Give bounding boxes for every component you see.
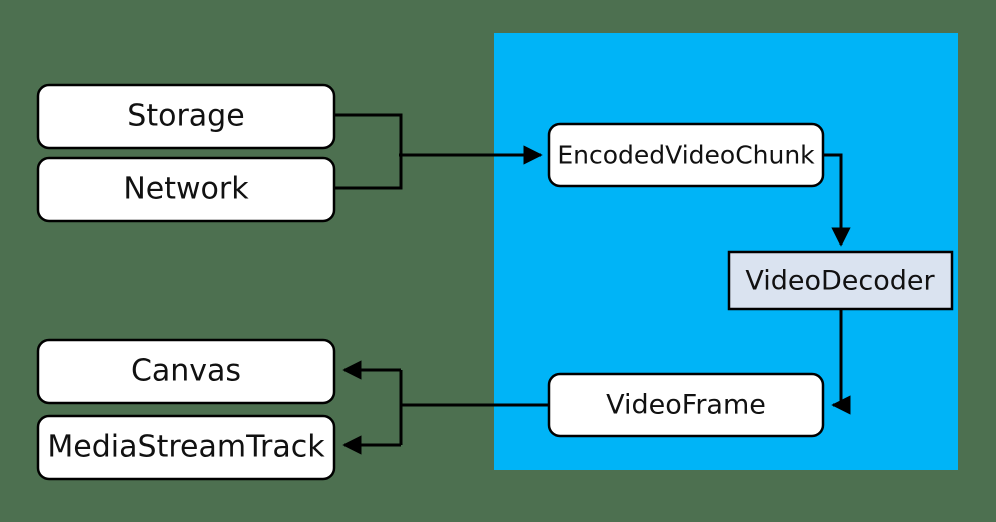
node-mediastreamtrack[interactable]: MediaStreamTrack <box>36 414 336 481</box>
edge-decoder-to-frame <box>831 309 851 415</box>
edges-layer <box>334 113 851 455</box>
node-encodedvideochunk[interactable]: EncodedVideoChunk <box>547 122 825 188</box>
edge-sources-bracket <box>334 113 403 190</box>
node-storage-shape <box>36 83 336 150</box>
node-storage[interactable]: Storage <box>36 83 336 150</box>
node-canvas-shape <box>36 338 336 405</box>
node-videodecoder-shape <box>727 250 954 311</box>
node-videodecoder[interactable]: VideoDecoder <box>727 250 954 311</box>
edge-chunk-to-decoder <box>823 153 851 247</box>
node-videoframe-shape <box>547 372 825 438</box>
node-videoframe[interactable]: VideoFrame <box>547 372 825 438</box>
node-canvas[interactable]: Canvas <box>36 338 336 405</box>
node-encodedvideochunk-shape <box>547 122 825 188</box>
node-mediastreamtrack-shape <box>36 414 336 481</box>
node-network-shape <box>36 156 336 223</box>
node-network[interactable]: Network <box>36 156 336 223</box>
